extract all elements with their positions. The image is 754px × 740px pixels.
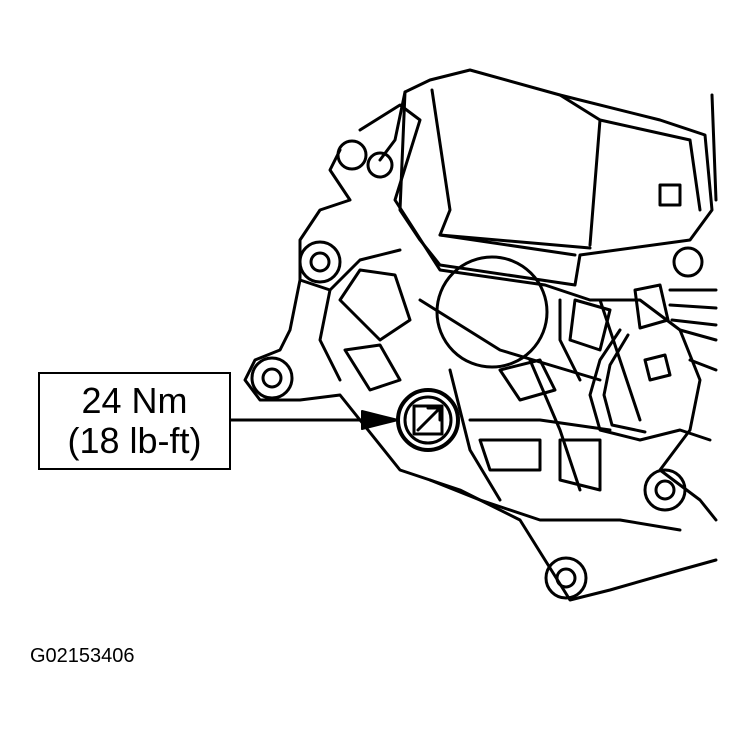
torque-bolt bbox=[396, 388, 460, 452]
figure-id-label: G02153406 bbox=[30, 645, 135, 667]
starter-housing bbox=[243, 103, 718, 602]
wiring-connector bbox=[588, 283, 718, 442]
housing-ribs bbox=[338, 268, 612, 492]
torque-metric-label: 24 Nm bbox=[81, 380, 188, 421]
mounting-bolts bbox=[250, 139, 704, 600]
callout-arrow bbox=[229, 410, 399, 430]
torque-spec-callout: 24 Nm (18 lb-ft) bbox=[38, 372, 231, 470]
armature-opening bbox=[435, 255, 549, 369]
torque-imperial-label: (18 lb-ft) bbox=[67, 420, 202, 461]
